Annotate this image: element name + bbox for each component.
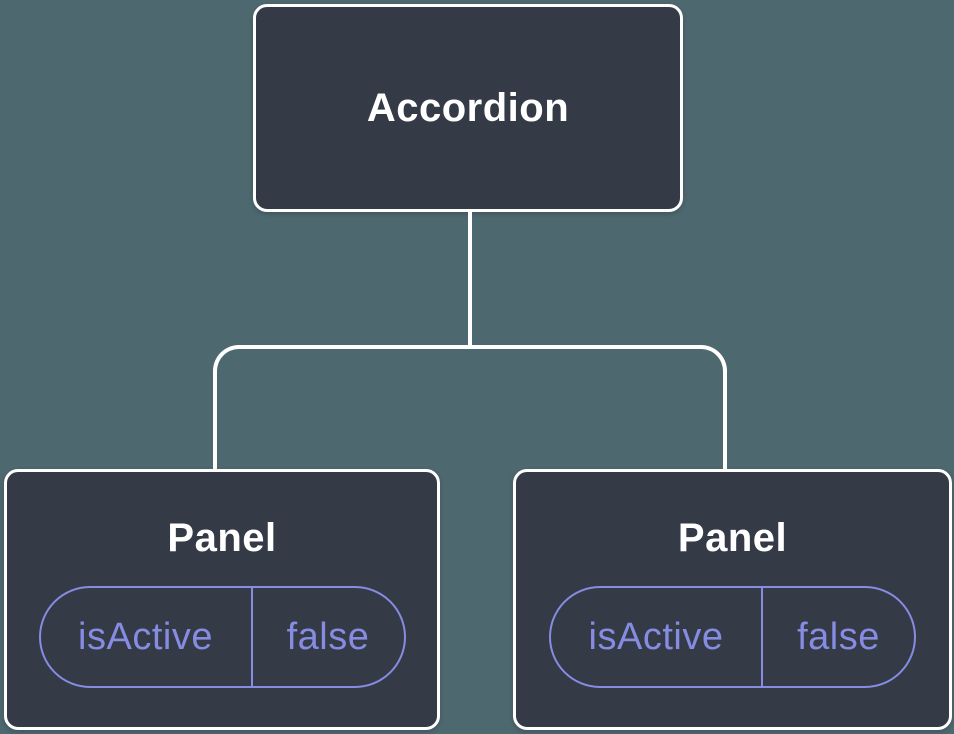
connector-stem-line <box>468 212 472 346</box>
state-key-label: isActive <box>551 588 763 686</box>
state-value-label: false <box>797 615 880 658</box>
tree-node-panel-right: Panel isActive false <box>513 469 952 730</box>
state-value-label: false <box>286 615 370 658</box>
panel-right-state-pill: isActive false <box>549 586 916 688</box>
accordion-node-label: Accordion <box>366 86 570 130</box>
panel-left-label: Panel <box>167 516 277 560</box>
panel-left-state-pill: isActive false <box>38 586 406 688</box>
state-key-label: isActive <box>41 588 253 686</box>
tree-node-panel-left: Panel isActive false <box>4 469 440 730</box>
tree-node-accordion: Accordion <box>253 4 683 212</box>
panel-right-label: Panel <box>677 516 788 560</box>
connector-branch-lines <box>213 345 727 470</box>
